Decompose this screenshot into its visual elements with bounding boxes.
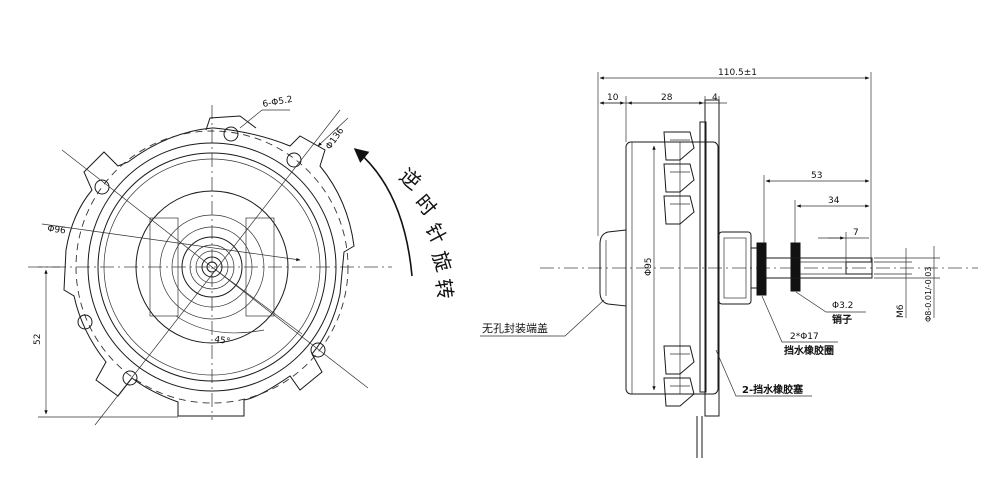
rotation-char-5: 转 — [431, 277, 458, 300]
front-lug-top — [205, 115, 257, 131]
overall-length-label: 110.5±1 — [718, 68, 757, 78]
hole-spec-label: 6-Φ5.2 — [262, 95, 294, 110]
front-circle-5 — [159, 214, 265, 320]
rubber-ring-1 — [756, 242, 767, 296]
dim-4-label: 4 — [712, 93, 718, 103]
ring-spec-label: 2*Φ17 — [790, 332, 819, 342]
dim-52-label: 52 — [33, 334, 43, 345]
front-boss-right — [245, 217, 275, 317]
pin-label: 销子 — [832, 313, 852, 326]
mount-hole-4 — [77, 314, 93, 330]
pin-dia-label: Φ3.2 — [832, 301, 853, 311]
front-leader-diag-1 — [61, 149, 213, 268]
leader-end-cover — [480, 299, 605, 337]
rotation-char-3: 针 — [421, 219, 452, 248]
mount-hole-6 — [310, 342, 326, 358]
front-circle-9 — [195, 250, 229, 284]
front-shaft — [206, 261, 218, 273]
dim-34-label: 34 — [828, 196, 840, 206]
dim-45-label: 45° — [214, 335, 231, 347]
dia-body-label: Φ95 — [644, 257, 654, 276]
front-leader-diag-3 — [94, 109, 341, 426]
plug-label: 2-挡水橡胶塞 — [742, 383, 804, 396]
mount-hole-3 — [94, 179, 110, 195]
front-circle-7 — [181, 236, 243, 298]
front-circle-8 — [189, 244, 235, 290]
flange-plate — [704, 99, 720, 417]
front-view: 6-Φ5.2 Φ136 Φ96 52 45° 逆 时 针 旋 转 — [28, 95, 458, 426]
leader-pin — [795, 291, 866, 313]
end-cover-label: 无孔封装端盖 — [482, 321, 548, 335]
front-hub-inner — [723, 237, 747, 299]
rear-end-cap — [599, 229, 627, 307]
front-circle-3 — [103, 158, 321, 376]
front-boss-left — [149, 217, 179, 317]
flange-ridge — [699, 121, 707, 393]
rotation-arrow — [353, 148, 413, 277]
mount-hole-2 — [286, 152, 302, 168]
dim-10-label: 10 — [607, 93, 619, 103]
dim-28-label: 28 — [661, 93, 673, 103]
thread-label: M6 — [896, 304, 906, 318]
rotation-char-4: 旋 — [427, 248, 456, 274]
fins-top — [663, 131, 695, 225]
ring-label: 挡水橡胶圈 — [784, 344, 834, 357]
dim-53-label: 53 — [811, 171, 822, 181]
front-leader-diag-2 — [211, 266, 369, 389]
leader-plug — [715, 349, 812, 397]
front-circle-6 — [171, 226, 253, 308]
front-leader-phi96 — [41, 223, 301, 262]
side-view: 110.5±1 10 28 4 53 34 7 Φ95 M6 Φ8-0.01/-… — [480, 68, 978, 458]
front-leader-phi136 — [317, 117, 349, 147]
rubber-ring-2 — [790, 242, 801, 292]
front-arc-45 — [175, 315, 265, 334]
front-leader-holes — [239, 109, 263, 129]
front-circle-10 — [201, 256, 223, 278]
shaft-dia-label: Φ8-0.01/-0.03 — [924, 267, 933, 322]
front-circle-4 — [135, 190, 289, 344]
front-circle-pcd — [75, 130, 349, 404]
rotation-char-1: 逆 — [395, 163, 426, 194]
mount-hole-5 — [122, 370, 138, 386]
front-circle-outer — [87, 142, 337, 392]
fins-bottom — [663, 345, 695, 407]
leader-ring — [761, 295, 838, 343]
front-leader-45 — [211, 266, 303, 335]
dim-7-label: 7 — [853, 228, 859, 238]
dia-96-label: Φ96 — [47, 224, 67, 237]
shaft-end — [845, 261, 873, 275]
front-flange-outline — [63, 127, 355, 417]
rotation-char-2: 时 — [410, 190, 441, 221]
front-circle-2 — [97, 152, 327, 382]
mount-hole-1 — [223, 126, 239, 142]
dia-136-label: Φ136 — [324, 126, 346, 152]
